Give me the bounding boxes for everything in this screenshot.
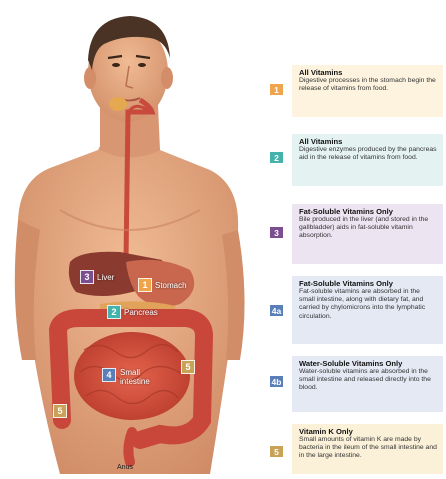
rectum [128, 432, 132, 462]
panel-4a-text: Fat-soluble vitamins are absorbed in the… [299, 288, 437, 321]
label-small-intestine-line1: Small [120, 368, 140, 377]
panel-1-badge: 1 [269, 83, 284, 96]
eye-right [138, 63, 146, 67]
badge-large-intestine-right: 5 [181, 360, 195, 374]
panel-4b-title: Water-Soluble Vitamins Only [299, 359, 437, 368]
badge-liver: 3 [80, 270, 94, 284]
panel-2-title: All Vitamins [299, 137, 437, 146]
label-pancreas: Pancreas [124, 308, 158, 317]
panel-1-title: All Vitamins [299, 68, 437, 77]
panel-1: All Vitamins Digestive processes in the … [292, 65, 443, 117]
panel-4a-title: Fat-Soluble Vitamins Only [299, 279, 437, 288]
panel-2-text: Digestive enzymes produced by the pancre… [299, 146, 437, 162]
panel-4b: Water-Soluble Vitamins Only Water-solubl… [292, 356, 443, 412]
label-liver: Liver [97, 273, 114, 282]
panel-5: Vitamin K Only Small amounts of vitamin … [292, 424, 443, 474]
panel-4a: Fat-Soluble Vitamins Only Fat-soluble vi… [292, 276, 443, 344]
ear-right [161, 67, 173, 89]
ear-left [84, 67, 96, 89]
panel-5-text: Small amounts of vitamin K are made by b… [299, 436, 437, 461]
badge-pancreas: 2 [107, 305, 121, 319]
panel-3-title: Fat-Soluble Vitamins Only [299, 207, 437, 216]
torso-illustration [0, 0, 270, 474]
panel-2-badge: 2 [269, 151, 284, 164]
eye-left [112, 63, 120, 67]
panel-2: All Vitamins Digestive enzymes produced … [292, 134, 443, 186]
salivary-gland [109, 97, 127, 111]
panel-4b-badge: 4b [269, 375, 284, 388]
panel-1-text: Digestive processes in the stomach begin… [299, 77, 437, 93]
panel-3: Fat-Soluble Vitamins Only Bile produced … [292, 204, 443, 264]
panel-3-badge: 3 [269, 226, 284, 239]
badge-large-intestine-left: 5 [53, 404, 67, 418]
label-small-intestine: Small intestine [120, 368, 150, 386]
panel-5-title: Vitamin K Only [299, 427, 437, 436]
label-small-intestine-line2: intestine [120, 377, 150, 386]
panel-5-badge: 5 [269, 445, 284, 458]
anatomy-figure: 3 Liver 1 Stomach 2 Pancreas 4 Small int… [0, 0, 270, 474]
panel-4a-badge: 4a [269, 304, 284, 317]
badge-small-intestine: 4 [102, 368, 116, 382]
label-stomach: Stomach [155, 281, 187, 290]
label-anus: Anus [117, 464, 133, 471]
badge-stomach: 1 [138, 278, 152, 292]
panel-4b-text: Water-soluble vitamins are absorbed in t… [299, 368, 437, 393]
panel-3-text: Bile produced in the liver (and stored i… [299, 216, 437, 241]
